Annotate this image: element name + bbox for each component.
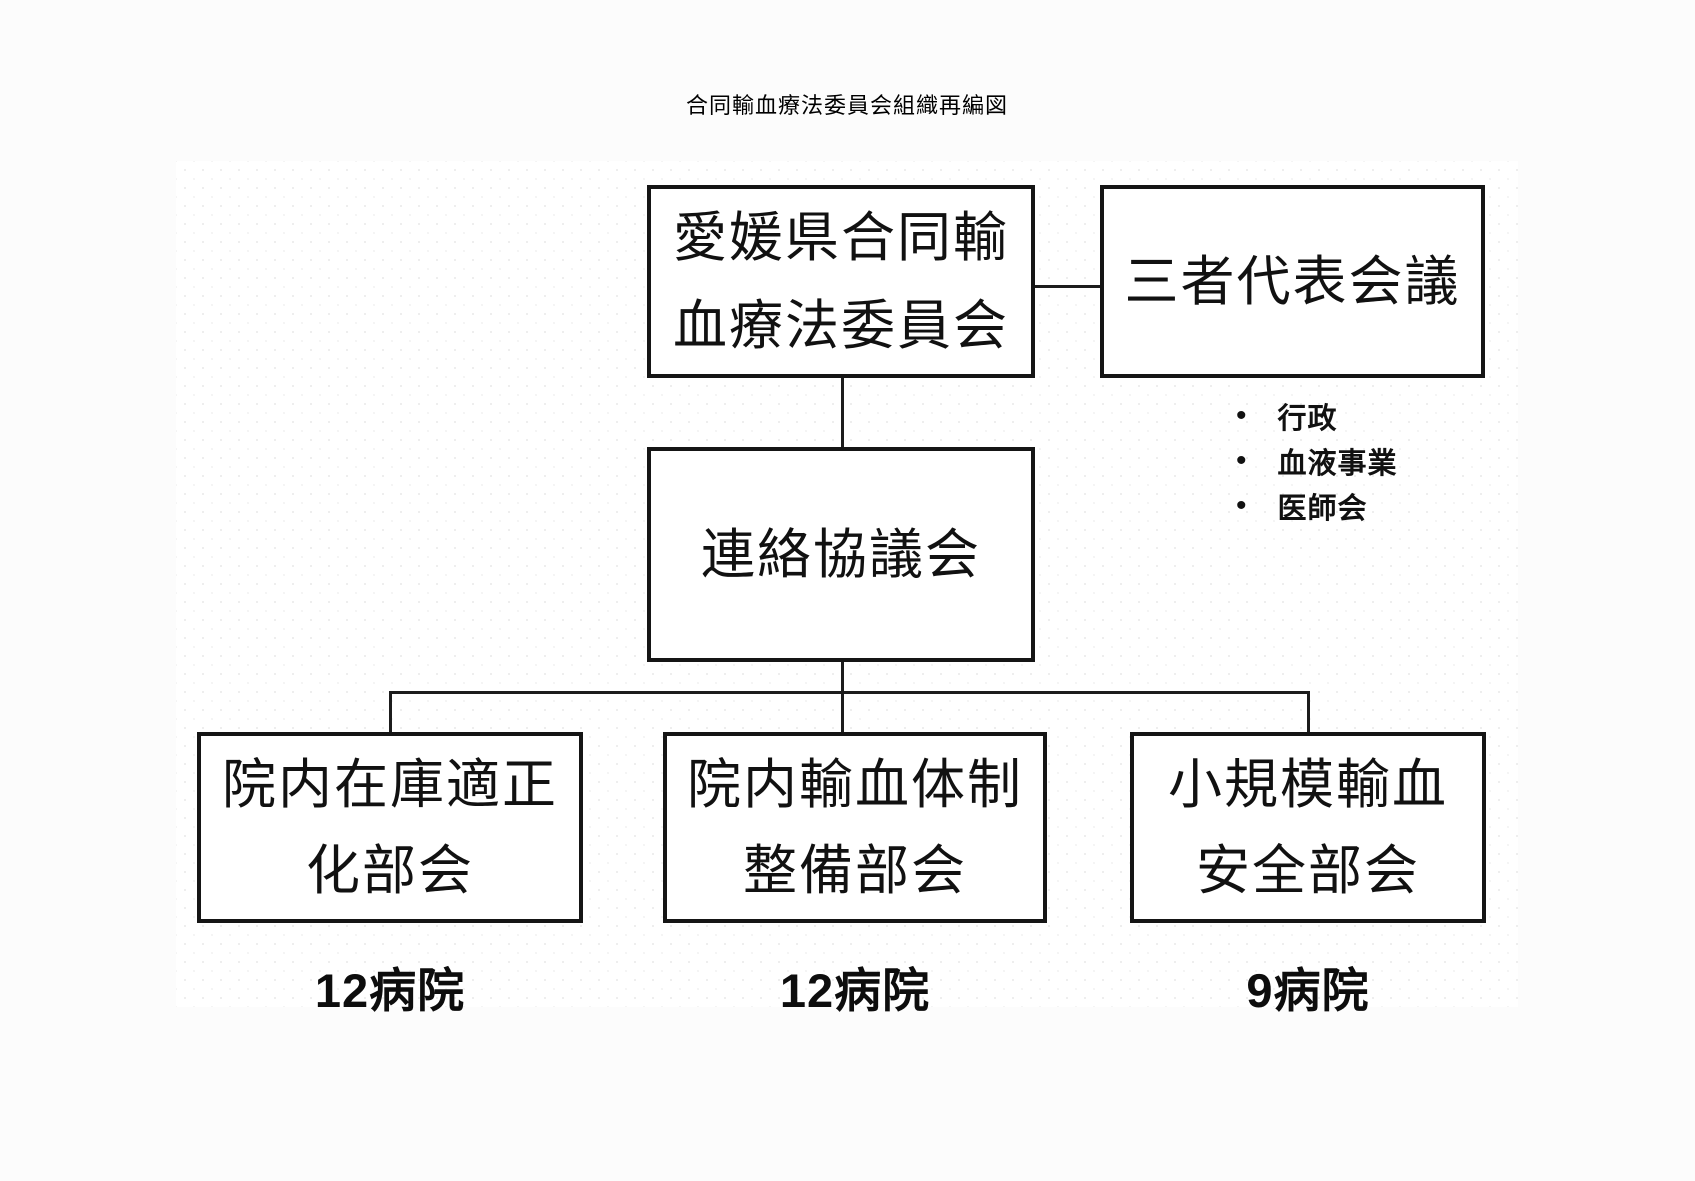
subcommittee-stock-line2: 化部会 <box>306 840 474 901</box>
diagram-title: 合同輸血療法委員会組織再編図 <box>685 93 1008 118</box>
bullet-icon: • <box>1236 443 1248 477</box>
subcommittee-system-line1: 院内輸血体制 <box>687 754 1023 815</box>
subcommittee-system-line2: 整備部会 <box>743 840 967 901</box>
representative-meeting-box: 三者代表会議 <box>1100 185 1485 378</box>
hospital-count-safety: 9病院 <box>1246 964 1370 1017</box>
list-item: • 血液事業 <box>1236 438 1398 483</box>
liaison-council-box: 連絡協議会 <box>647 447 1035 662</box>
bullet-icon: • <box>1236 398 1248 432</box>
committee-box: 愛媛県合同輸 血療法委員会 <box>647 185 1035 378</box>
connector-drop-stock-subcommittee <box>389 691 392 732</box>
committee-box-line1: 愛媛県合同輸 <box>673 207 1009 268</box>
hospital-count-stock: 12病院 <box>314 964 466 1017</box>
connector-committee-to-meeting <box>1035 285 1100 288</box>
bullet-icon: • <box>1236 488 1248 522</box>
hospital-count-system: 12病院 <box>779 964 931 1017</box>
list-item: • 医師会 <box>1236 483 1398 528</box>
representative-meeting-label: 三者代表会議 <box>1124 251 1461 312</box>
connector-council-down <box>841 662 844 694</box>
committee-box-line2: 血療法委員会 <box>673 295 1009 356</box>
subcommittee-safety-box: 小規模輸血 安全部会 <box>1130 732 1486 923</box>
connector-drop-system-subcommittee <box>841 691 844 732</box>
subcommittee-stock-line1: 院内在庫適正 <box>222 754 558 815</box>
connector-drop-safety-subcommittee <box>1307 691 1310 732</box>
subcommittee-system-box: 院内輸血体制 整備部会 <box>663 732 1047 923</box>
list-item: • 行政 <box>1236 393 1398 438</box>
member-label: 行政 <box>1277 402 1338 435</box>
subcommittee-safety-line1: 小規模輸血 <box>1168 754 1448 815</box>
liaison-council-label: 連絡協議会 <box>701 524 981 585</box>
member-label: 血液事業 <box>1277 447 1398 480</box>
meeting-members-list: • 行政 • 血液事業 • 医師会 <box>1236 393 1398 528</box>
subcommittee-stock-box: 院内在庫適正 化部会 <box>197 732 583 923</box>
member-label: 医師会 <box>1277 492 1368 525</box>
subcommittee-safety-line2: 安全部会 <box>1196 840 1420 901</box>
connector-distribution-bar <box>389 691 1310 694</box>
connector-committee-to-council <box>841 378 844 447</box>
